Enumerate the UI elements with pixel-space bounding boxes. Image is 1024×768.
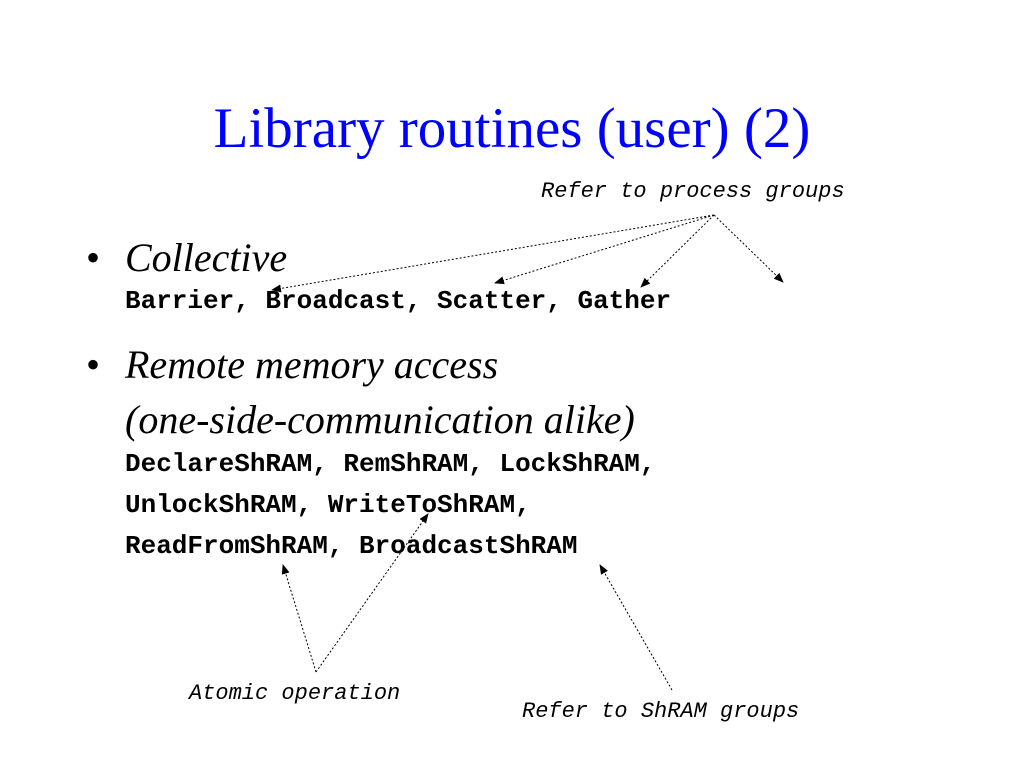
arrow-to-barrier (271, 214, 715, 293)
arrow-to-scatter (640, 214, 715, 288)
bullet-heading-remote-memory: Remote memory access (125, 342, 499, 387)
slide-title: Library routines (user) (2) (213, 97, 811, 160)
remote-memory-routines-line-3: ReadFromShRAM, BroadcastShRAM (125, 531, 578, 561)
annotation-shram-groups: Refer to ShRAM groups (522, 699, 800, 724)
bullet-marker-collective: • (86, 235, 101, 280)
arrow-to-gather (713, 214, 784, 283)
remote-memory-routines-line-1: DeclareShRAM, RemShRAM, LockShRAM, (125, 449, 656, 479)
bullet-heading-collective: Collective (125, 235, 288, 280)
remote-memory-routines-line-2: UnlockShRAM, WriteToShRAM, (125, 490, 531, 520)
arrow-to-readfromshram (281, 564, 317, 673)
bullet-marker-remote-memory: • (86, 342, 101, 387)
bullet-subheading-remote-memory: (one-side-communication alike) (125, 397, 635, 442)
annotation-process-groups: Refer to process groups (541, 179, 845, 204)
arrow-to-broadcast (494, 214, 715, 285)
arrow-to-broadcastshram (599, 564, 673, 691)
collective-routines: Barrier, Broadcast, Scatter, Gather (125, 286, 672, 316)
annotation-atomic-operation: Atomic operation (189, 681, 401, 706)
